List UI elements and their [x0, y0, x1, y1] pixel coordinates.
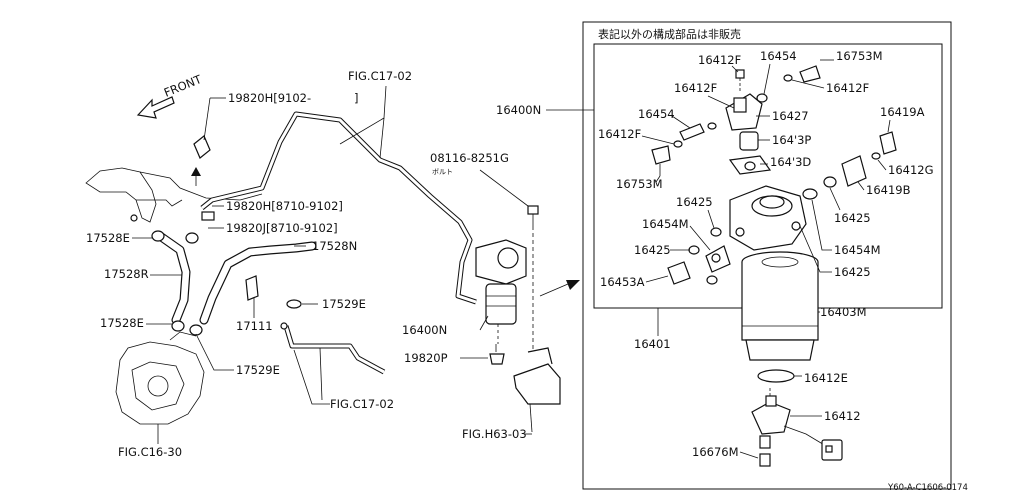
label-19820J: 19820J[8710-9102]: [226, 221, 338, 235]
diagram-code: Y60-A-C1606-0174: [887, 483, 968, 493]
label-16753M-2: 16753M: [616, 177, 663, 191]
clamp-17529E-bottom: [189, 324, 203, 336]
front-arrow-icon: [136, 96, 175, 119]
clamp-17528E-bottom: [171, 320, 185, 332]
fuel-return-tube: [200, 111, 477, 305]
mounting-bracket: [513, 347, 561, 433]
engine-outline: [115, 331, 205, 425]
clip-19820P: [489, 353, 505, 365]
label-fig-c16-30: FIG.C16-30: [118, 445, 182, 459]
notice-not-sold: 表記以外の構成部品は非販売: [598, 27, 741, 41]
label-16419A: 16419A: [880, 105, 925, 119]
label-16753M-1: 16753M: [836, 49, 883, 63]
fuel-filter-assembly-mounted: [475, 239, 527, 352]
label-16403M: 16403M: [820, 305, 867, 319]
front-label: FRONT: [162, 72, 205, 100]
bolt-08116: [527, 205, 539, 352]
label-16427: 16427: [772, 109, 809, 123]
label-16413D: 164'3D: [770, 155, 811, 169]
label-16401: 16401: [634, 337, 671, 351]
label-17528E-bottom: 17528E: [100, 316, 144, 330]
label-16419B: 16419B: [866, 183, 911, 197]
filter-housing: [729, 185, 807, 251]
label-17528E-top: 17528E: [86, 231, 130, 245]
vehicle-frame-outline: [85, 167, 263, 223]
label-16412F-3: 16412F: [674, 81, 717, 95]
clamp-17111: [245, 275, 259, 301]
label-16676M: 16676M: [692, 445, 739, 459]
filter-cartridge: [741, 251, 819, 361]
label-19820H-a: 19820H[9102-: [228, 91, 311, 105]
drain-plug-16676M: [759, 453, 771, 467]
label-16425-4: 16425: [834, 265, 871, 279]
label-fig-c17-02-top: FIG.C17-02: [348, 69, 412, 83]
label-16412F-1: 16412F: [698, 53, 741, 67]
label-16425-2: 16425: [676, 195, 713, 209]
label-19820P: 19820P: [404, 351, 448, 365]
label-19820H-a-end: ]: [354, 91, 359, 105]
label-16412: 16412: [824, 409, 861, 423]
label-16412G: 16412G: [888, 163, 934, 177]
label-bolt-jp: ボルト: [432, 168, 453, 176]
label-08116-8251G: 08116-8251G: [430, 151, 509, 165]
label-17529E-bottom: 17529E: [236, 363, 280, 377]
label-16412F-2: 16412F: [826, 81, 869, 95]
label-16425-1: 16425: [834, 211, 871, 225]
left-callouts: 19820H[9102- ] FIG.C17-02 19820H[8710-91…: [86, 69, 412, 459]
filter-head-parts: [651, 65, 821, 176]
water-sensor: [751, 395, 843, 461]
label-16425-3: 16425: [634, 243, 671, 257]
clamp-19820J: [185, 211, 215, 244]
label-16412E: 16412E: [804, 371, 848, 385]
label-17528R: 17528R: [104, 267, 149, 281]
label-16413P: 164'3P: [772, 133, 811, 147]
right-fittings: [802, 131, 897, 200]
label-fig-h63-03: FIG.H63-03: [462, 427, 527, 441]
label-17529E-right: 17529E: [322, 297, 366, 311]
label-19820H-b: 19820H[8710-9102]: [226, 199, 343, 213]
banjo-parts: [667, 227, 731, 285]
clamp-19820H-upper: [191, 135, 211, 186]
clamp-17528E-top: [130, 214, 165, 242]
label-17111: 17111: [236, 319, 273, 333]
hose-17528R: [155, 231, 191, 325]
detail-outer-frame: [582, 21, 952, 490]
o-ring-16412E: [757, 369, 795, 383]
detail-callouts: 16412F 16454 16753M 16412F 16412F 16427 …: [598, 49, 934, 459]
label-16412F-4: 16412F: [598, 127, 641, 141]
label-17528N: 17528N: [312, 239, 357, 253]
label-16454-1: 16454: [760, 49, 797, 63]
hose-17528N: [199, 241, 317, 325]
detail-arrow-icon: [539, 280, 580, 297]
label-fig-c17-02-bottom: FIG.C17-02: [330, 397, 394, 411]
label-16453A: 16453A: [600, 275, 645, 289]
label-16454M-1: 16454M: [642, 217, 689, 231]
clip-17529E-right: [286, 299, 302, 309]
label-16454M-2: 16454M: [834, 243, 881, 257]
label-16454-2: 16454: [638, 107, 675, 121]
lower-tube: [280, 322, 386, 375]
label-16400N-left: 16400N: [402, 323, 447, 337]
label-16400N-top: 16400N: [496, 103, 541, 117]
